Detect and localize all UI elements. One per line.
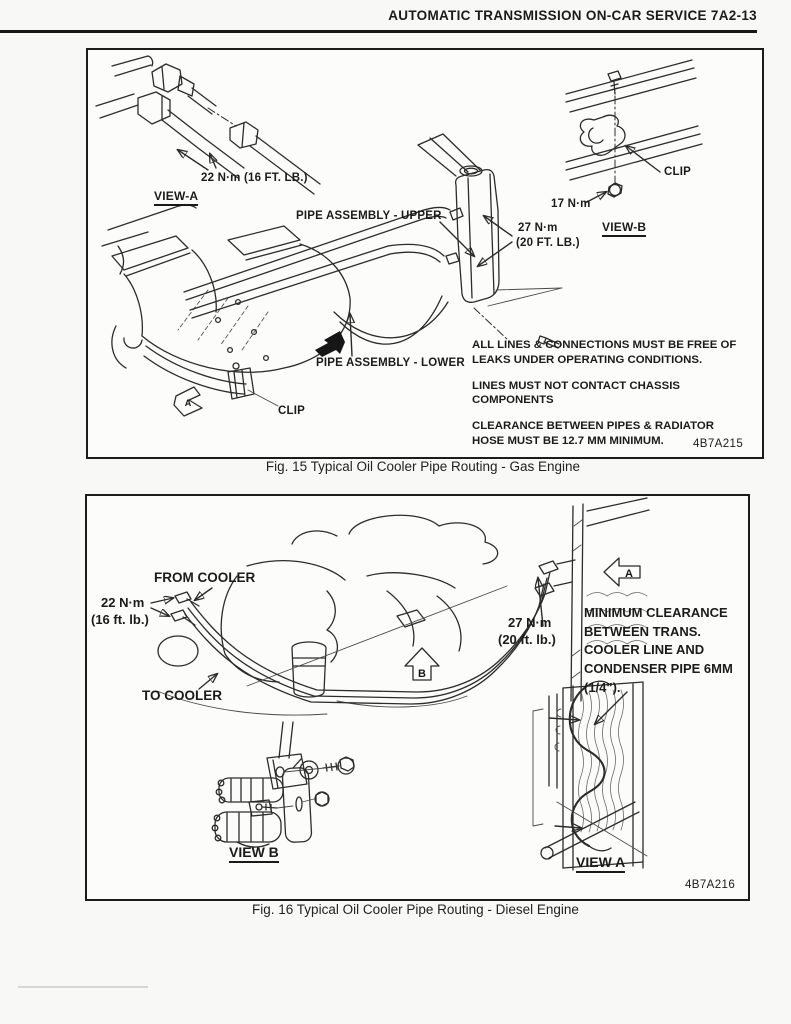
torque27-leader-2 (478, 241, 513, 266)
pipe-assembly-lower-label: PIPE ASSEMBLY - LOWER (316, 357, 465, 369)
to-cooler-label: TO COOLER (142, 688, 223, 703)
viewB-clip-drawing (565, 59, 703, 204)
cooler-pipe-bundle (184, 571, 551, 705)
pipe-lower-leader (350, 314, 352, 357)
svg-text:A: A (185, 398, 192, 408)
note-leaks: ALL LINES & CONNECTIONS MUST BE FREE OF … (472, 339, 737, 366)
from-cooler-leader (195, 587, 213, 600)
condenser-area-drawing (534, 497, 650, 702)
clip-leader (247, 389, 279, 407)
fig15-panel: A B 22 N·m (16 FT. LB.) VIEW-A PIPE ASSE… (86, 48, 764, 459)
callout-arrow-b: B (404, 647, 440, 681)
torque-27nm-label-2: (20 ft. lb.) (498, 632, 556, 647)
torque22-leader-1 (150, 598, 173, 603)
pipe-upper-leader (439, 221, 474, 256)
fig16-code: 4B7A216 (685, 879, 736, 891)
svg-text:A: A (625, 568, 633, 580)
torque-22nm-label-2: (16 ft. lb.) (91, 612, 149, 627)
fig16-caption: Fig. 16 Typical Oil Cooler Pipe Routing … (252, 902, 579, 917)
viewA-fittings-drawing (95, 55, 321, 195)
engine-drawing (101, 204, 351, 400)
torque-27nm-label: 27 N·m (518, 222, 558, 234)
svg-text:B: B (418, 668, 426, 680)
header-rule (0, 30, 757, 33)
torque27-leader (538, 578, 544, 627)
torque27-leader-1 (484, 216, 513, 237)
view-a-label: VIEW A (576, 854, 626, 873)
view-a-label: VIEW-A (154, 189, 199, 206)
torque-27nm-label: 27 N·m (508, 615, 552, 630)
fig15-caption: Fig. 15 Typical Oil Cooler Pipe Routing … (265, 459, 581, 474)
torque-17nm-label: 17 N·m (551, 198, 591, 210)
fig15-notes: ALL LINES & CONNECTIONS MUST BE FREE OF … (472, 338, 740, 460)
torque22-leader-2 (150, 607, 169, 616)
fig15-code: 4B7A215 (693, 438, 744, 450)
fig16-illustration: A B (150, 497, 650, 871)
left-fittings-drawing (170, 591, 200, 626)
radiator-drawing (417, 133, 563, 349)
scan-artifact-line (18, 986, 148, 988)
min-clearance-note: MINIMUM CLEARANCE BETWEEN TRANS. COOLER … (584, 605, 733, 695)
view-b-label: VIEW-B (602, 220, 647, 237)
to-cooler-leader (198, 674, 217, 690)
torque-27nm-label-2: (20 FT. LB.) (516, 237, 580, 249)
torque-22nm-label: 22 N·m (101, 595, 145, 610)
fig16-panel: A B FROM COOLER 22 N·m (16 ft. lb.) TO C… (85, 494, 750, 901)
note-clearance: CLEARANCE BETWEEN PIPES & RADIATOR HOSE … (472, 420, 714, 448)
fig15-illustration: A B (95, 55, 703, 417)
page-header: AUTOMATIC TRANSMISSION ON-CAR SERVICE 7A… (388, 8, 757, 23)
clamp-detail-drawing (211, 721, 355, 848)
from-cooler-label: FROM COOLER (154, 570, 256, 585)
clip-lower-label: CLIP (278, 405, 305, 417)
condenser-detail-drawing (532, 680, 648, 871)
pipe-assembly-upper-label: PIPE ASSEMBLY - UPPER (296, 210, 442, 222)
diesel-engine-drawing (156, 514, 508, 716)
callout-arrow-a: A (603, 557, 641, 587)
view-b-label: VIEW B (229, 844, 279, 863)
svg-text:B: B (330, 341, 336, 350)
clip-view-b-label: CLIP (664, 166, 691, 178)
cooler-pipes-drawing (183, 206, 451, 345)
note-chassis: LINES MUST NOT CONTACT CHASSIS COMPONENT… (472, 379, 680, 407)
callout-arrow-a: A (173, 386, 203, 417)
callout-arrow-b: B (315, 331, 345, 357)
torque-22nm-label: 22 N·m (16 FT. LB.) (201, 172, 308, 184)
